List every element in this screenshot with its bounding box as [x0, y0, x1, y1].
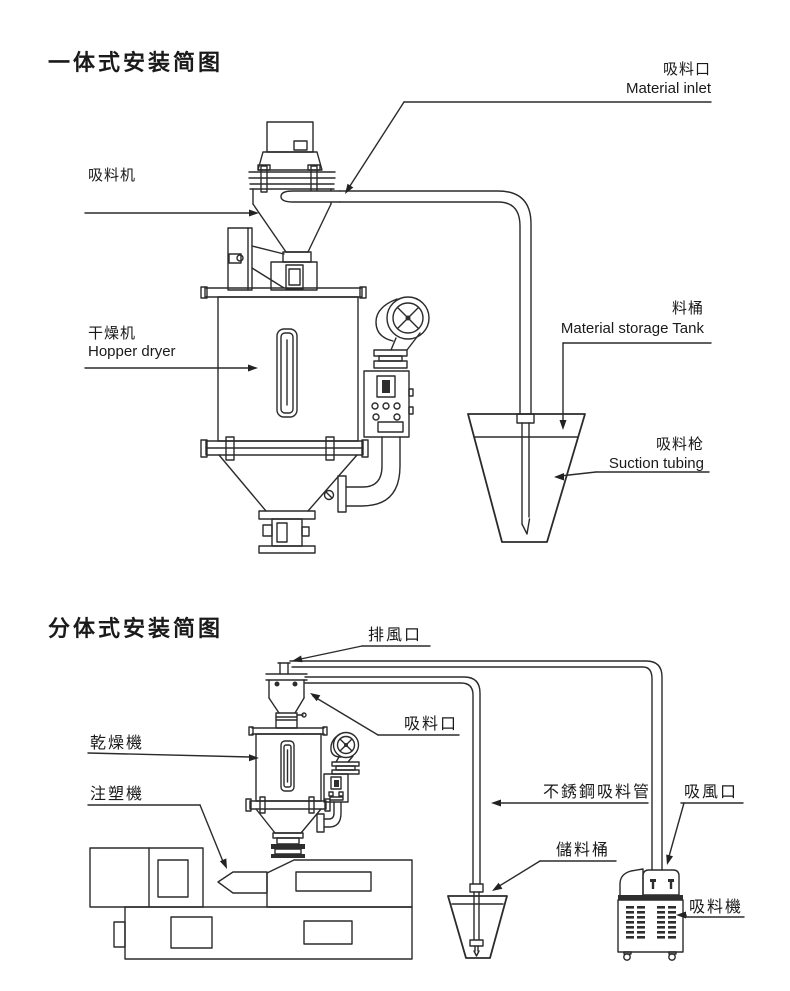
suction-gun-label-cn: 吸料枪: [656, 436, 704, 453]
integrated-diagram: 一体式安装简图: [48, 50, 712, 554]
air-inlet-label: 吸風口: [684, 784, 738, 801]
label-storage-tank: 料桶 Material storage Tank: [559, 300, 712, 430]
storage-barrel: [447, 895, 508, 959]
material-inlet-label-cn: 吸料口: [663, 61, 711, 78]
split-title: 分体式安装简图: [48, 616, 223, 641]
split-diagram: 分体式安装简图: [48, 616, 745, 961]
label-hopper-dryer: 干燥机 Hopper dryer: [84, 325, 258, 372]
conveying-pipe: [280, 190, 535, 535]
cooling-blower: [373, 296, 430, 369]
storage-tank: [467, 413, 586, 543]
label-split-material-inlet: 吸料口: [310, 693, 460, 736]
label-material-inlet: 吸料口 Material inlet: [345, 61, 712, 194]
suction-loader-unit: [617, 868, 684, 961]
split-return-pipe: [316, 801, 342, 833]
storage-tank-label-cn: 料桶: [672, 300, 704, 317]
control-panel: [363, 370, 414, 438]
label-suction-loader: 吸料机: [84, 167, 259, 217]
molding-machine-label: 注塑機: [90, 785, 144, 803]
split-control-panel: [323, 773, 349, 803]
label-suction-gun: 吸料枪 Suction tubing: [554, 436, 710, 481]
material-suction-pipe: [304, 676, 484, 957]
label-storage-barrel: 儲料桶: [492, 841, 617, 891]
suction-loader-label-cn: 吸料机: [88, 167, 136, 184]
hopper-loader: [248, 121, 336, 253]
hopper-dryer-body: [200, 286, 369, 554]
label-exhaust-outlet: 排風口: [292, 626, 431, 663]
vent-slots: [626, 906, 676, 939]
loader-bracket: [227, 227, 318, 291]
hopper-dryer-label-en: Hopper dryer: [88, 343, 176, 360]
suction-gun-label-en: Suction tubing: [609, 455, 704, 472]
split-blower: [330, 731, 360, 775]
exhaust-air-pipe: [289, 660, 663, 871]
split-suction-loader-label: 吸料機: [689, 898, 743, 916]
hopper-dryer-label-cn: 干燥机: [88, 325, 136, 342]
label-split-dryer: 乾燥機: [87, 734, 259, 762]
exhaust-outlet-label: 排風口: [368, 626, 422, 644]
label-ss-suction-pipe: 不銹鋼吸料管: [491, 783, 651, 807]
vacuum-receiver: [265, 662, 308, 729]
return-pipe: [323, 436, 401, 513]
label-air-inlet: 吸風口: [666, 784, 744, 865]
ss-suction-pipe-label: 不銹鋼吸料管: [543, 783, 651, 801]
split-dryer-body: [245, 726, 331, 858]
label-molding-machine: 注塑機: [87, 785, 227, 869]
injection-molding-machine: [89, 847, 413, 960]
storage-barrel-label: 儲料桶: [556, 841, 610, 859]
label-split-suction-loader: 吸料機: [676, 898, 745, 919]
material-inlet-label-en: Material inlet: [626, 80, 712, 97]
split-material-inlet-label: 吸料口: [404, 715, 458, 733]
integrated-title: 一体式安装简图: [48, 50, 223, 75]
storage-tank-label-en: Material storage Tank: [561, 320, 705, 337]
split-dryer-label: 乾燥機: [90, 734, 144, 752]
